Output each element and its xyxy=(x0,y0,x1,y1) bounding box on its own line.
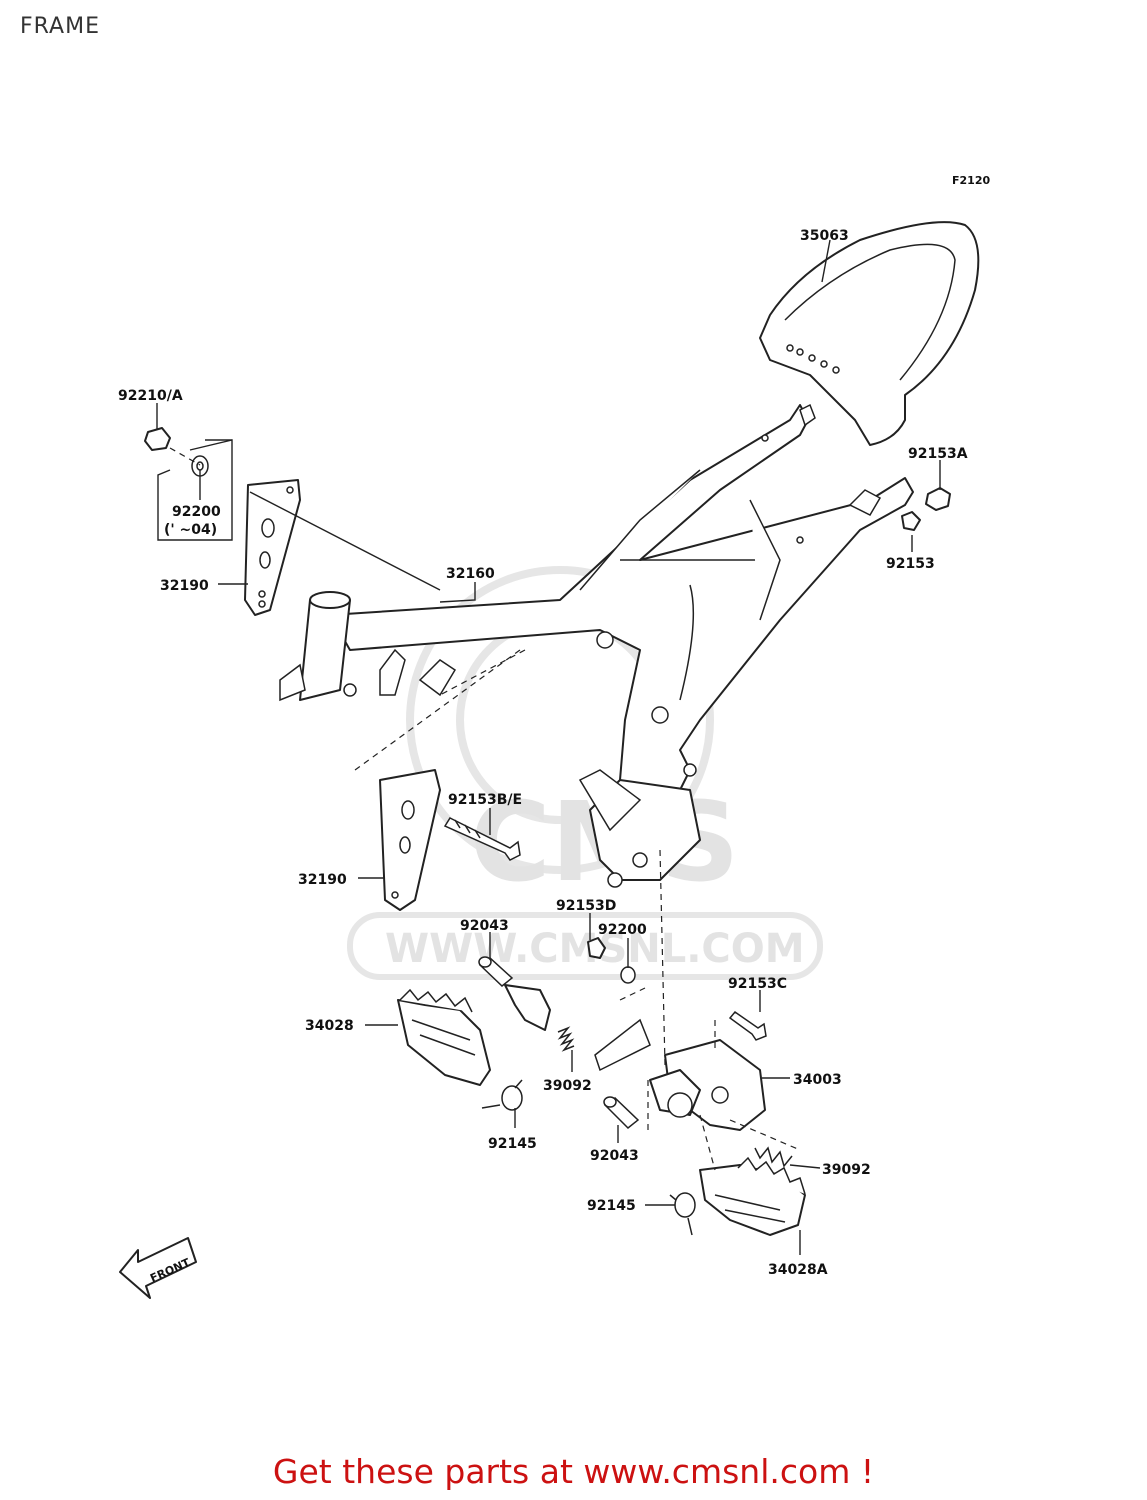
label-92200-upper: 92200 xyxy=(172,504,221,520)
part-92153d-bolt[interactable] xyxy=(587,937,606,959)
label-92153a: 92153A xyxy=(908,446,968,462)
part-34028-left-footpeg[interactable] xyxy=(397,984,551,1086)
part-92043-upper-pin[interactable] xyxy=(478,956,514,987)
figure-code: F2120 xyxy=(952,174,990,187)
label-92145-left: 92145 xyxy=(488,1136,537,1152)
page-title: FRAME xyxy=(20,14,100,39)
part-32160-main-frame[interactable] xyxy=(279,403,914,888)
label-92145-right: 92145 xyxy=(587,1198,636,1214)
label-92200-note: (' ~04) xyxy=(164,522,217,538)
label-32160: 32160 xyxy=(446,566,495,582)
part-39092-upper-spring[interactable] xyxy=(557,1026,575,1052)
part-92210a-nut[interactable] xyxy=(144,427,171,451)
part-92200-lower-washer[interactable] xyxy=(620,966,636,984)
part-92153c-bolt[interactable] xyxy=(728,1010,767,1041)
label-39092-lower: 39092 xyxy=(822,1162,871,1178)
label-35063: 35063 xyxy=(800,228,849,244)
label-92043-lower: 92043 xyxy=(590,1148,639,1164)
part-92153be-bolt[interactable] xyxy=(443,817,521,861)
label-92153c: 92153C xyxy=(728,976,787,992)
label-34003: 34003 xyxy=(793,1072,842,1088)
assembly-lines xyxy=(157,439,801,1171)
label-39092-upper: 39092 xyxy=(543,1078,592,1094)
part-92153a-bolt[interactable] xyxy=(925,487,951,511)
get-parts-link[interactable]: Get these parts at www.cmsnl.com ! xyxy=(272,1452,875,1491)
label-32190-lower: 32190 xyxy=(298,872,347,888)
label-92043-upper: 92043 xyxy=(460,918,509,934)
label-32190-upper: 32190 xyxy=(160,578,209,594)
part-92043-lower-pin[interactable] xyxy=(603,1096,640,1130)
label-92210a: 92210/A xyxy=(118,388,183,404)
leader-lines xyxy=(156,239,941,1255)
part-34003-footrest-bracket[interactable] xyxy=(594,1018,766,1131)
callout-labels: 35063 92210/A 92200 (' ~04) 92153A 92153… xyxy=(118,228,968,1278)
label-92200-lower: 92200 xyxy=(598,922,647,938)
part-32190-upper-bracket[interactable] xyxy=(244,479,301,616)
label-34028a: 34028A xyxy=(768,1262,828,1278)
label-34028: 34028 xyxy=(305,1018,354,1034)
front-arrow-icon: FRONT xyxy=(119,1237,197,1299)
part-34028a-right-footpeg[interactable] xyxy=(699,1156,806,1236)
part-92200-washer[interactable] xyxy=(191,455,209,477)
label-92153d: 92153D xyxy=(556,898,616,914)
part-92145-left-spring-clip[interactable] xyxy=(481,1079,523,1111)
part-92145-right-spring-clip[interactable] xyxy=(669,1192,696,1236)
part-35063-grab-rail[interactable] xyxy=(759,221,980,446)
label-92153: 92153 xyxy=(886,556,935,572)
part-92153-bolt[interactable] xyxy=(901,511,921,531)
part-32190-lower-bracket[interactable] xyxy=(379,769,441,911)
part-39092-lower-spring[interactable] xyxy=(754,1146,793,1168)
label-92153be: 92153B/E xyxy=(448,792,522,808)
